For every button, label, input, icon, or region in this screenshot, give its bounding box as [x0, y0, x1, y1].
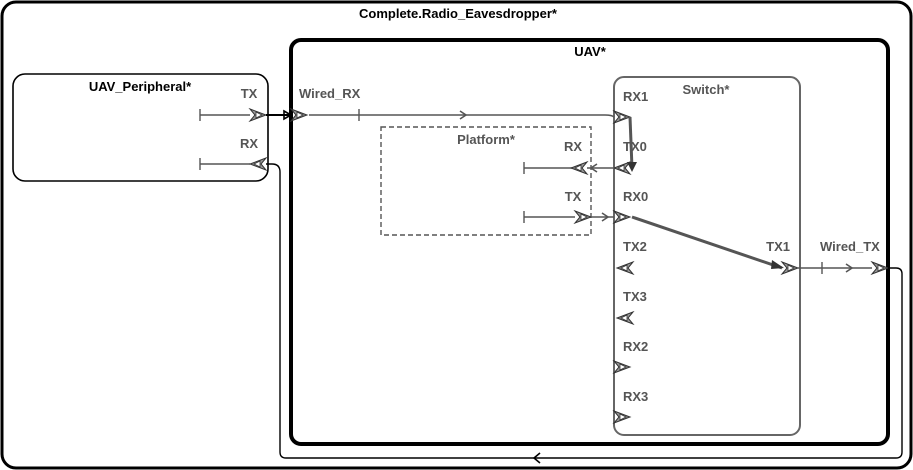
- uav-peripheral-rx-line: [199, 158, 250, 170]
- platform-title: Platform*: [457, 132, 516, 147]
- connection-wired-tx-to-peripheral-rx[interactable]: [266, 163, 903, 464]
- connection-switch-tx1-to-wired-tx[interactable]: [798, 262, 872, 274]
- switch-rx2-label: RX2: [623, 339, 648, 354]
- platform-tx-label: TX: [565, 189, 582, 204]
- uav-peripheral-rx-label: RX: [240, 136, 258, 151]
- switch-rx1-label: RX1: [623, 89, 648, 104]
- switch-internal-rx0-to-tx1: [631, 215, 784, 270]
- switch-tx1-label: TX1: [766, 239, 790, 254]
- uav-peripheral-tx-label: TX: [241, 86, 258, 101]
- connection-wired-rx-to-switch-rx1[interactable]: [309, 109, 615, 121]
- switch-tx3-label: TX3: [623, 289, 647, 304]
- switch-tx0-label: TX0: [623, 139, 647, 154]
- uav-wired-rx-label: Wired_RX: [299, 86, 361, 101]
- complete-title: Complete.Radio_Eavesdropper*: [359, 6, 558, 21]
- platform-rx-line: [523, 162, 575, 174]
- connection-arrowhead: [283, 109, 293, 121]
- platform-tx-line: [523, 211, 575, 223]
- uav-peripheral-title: UAV_Peripheral*: [89, 79, 192, 94]
- switch-rx3-label: RX3: [623, 389, 648, 404]
- platform-rx-label: RX: [564, 139, 582, 154]
- connection-switch-tx0-to-platform-rx[interactable]: [587, 163, 614, 173]
- uav-wired-tx-label: Wired_TX: [820, 239, 880, 254]
- switch-rx0-label: RX0: [623, 189, 648, 204]
- uav-title: UAV*: [574, 44, 606, 59]
- switch-block[interactable]: [613, 76, 801, 436]
- switch-title: Switch*: [683, 82, 731, 97]
- switch-internal-rx1-to-tx0: [627, 116, 637, 172]
- uav-peripheral-block[interactable]: [12, 73, 269, 182]
- uav-peripheral-tx-line: [199, 109, 250, 121]
- switch-tx2-label: TX2: [623, 239, 647, 254]
- connection-platform-tx-to-switch-rx0[interactable]: [591, 212, 614, 222]
